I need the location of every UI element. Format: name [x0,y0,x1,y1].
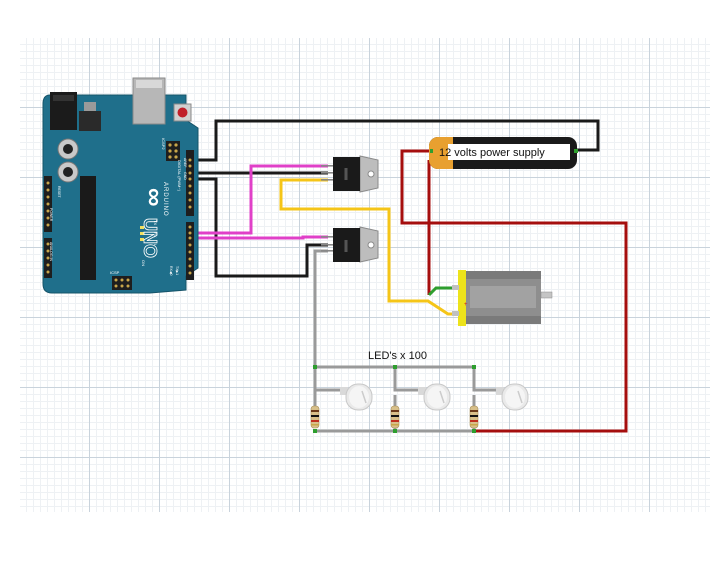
icsp2-header [166,141,180,161]
wire-grey-led3 [472,367,496,392]
analog-label: ANALOG IN [49,242,53,262]
red-wires [400,149,628,433]
board-brand: ARDUINO [162,182,168,217]
resistor-3 [469,405,479,429]
led-3 [496,383,529,411]
gnd-pin-label: GND [183,172,187,180]
yellow-wire [279,178,458,316]
arduino-uno-board: ∞ UNO ARDUINO DIGITAL (PWM~) TX RX L ON … [42,77,199,294]
board-model: UNO [140,218,160,258]
digital-label: DIGITAL (PWM~) [177,160,182,192]
wire-yellow [279,178,458,316]
power-supply-battery: 12 volts power supply [429,137,578,169]
wire-magenta-2 [190,235,328,240]
on-label: ON [141,260,146,266]
power-label: POWER [49,208,53,222]
wire-green [427,286,458,297]
resistor-1 [310,405,320,429]
wire-black-lower [190,177,328,278]
wire-grey-mosfet [313,249,328,408]
power-supply-label: 12 volts power supply [439,147,545,159]
txd-label: TX▶1 [175,266,179,275]
transistor-bottom [321,226,379,263]
reset-label: RESET [57,186,61,199]
atmega-chip [80,176,96,280]
l-label: L [153,244,158,247]
tx-label: TX [153,220,158,225]
icsp-label: ICSP [110,270,120,275]
aref-label: AREF [183,158,187,167]
icsp-header [112,276,132,290]
icsp2-label: ICSP2 [161,138,166,150]
wire-black-top [190,119,600,162]
leds-label: LED's x 100 [368,350,427,362]
svg-text:+: + [464,302,468,308]
wire-grey-led1 [313,367,340,392]
resistor-2 [390,405,400,429]
wire-red-supply [400,149,628,433]
black-wires [190,119,600,278]
motor-end-cap [458,270,466,326]
junction-dots [313,365,476,433]
wire-magenta-1 [190,164,328,235]
magenta-wires [190,164,328,240]
wire-grey-led2 [393,367,418,392]
voltage-regulator [79,111,101,131]
board-logo: ∞ [140,188,170,207]
led-2 [418,383,451,411]
dc-motor: + [452,270,553,326]
rxd-label: RX◀0 [169,266,173,276]
rx-label: RX [153,232,158,238]
led-1 [340,383,373,411]
digital-header-top [186,150,194,216]
transistor-top [321,155,379,193]
green-wire [427,286,458,297]
